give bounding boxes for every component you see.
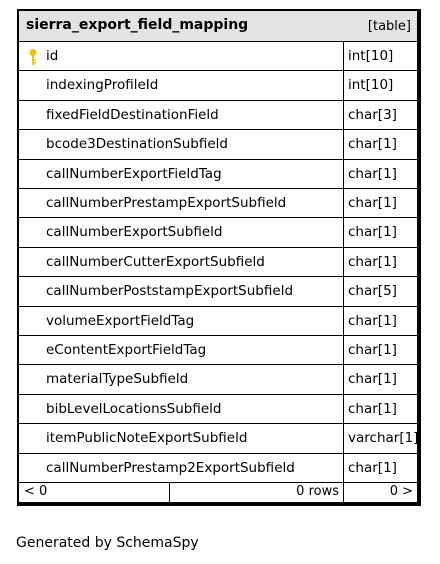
column-type: char[5] bbox=[348, 283, 397, 300]
column-row[interactable]: callNumberPrestampExportSubfield char[1] bbox=[19, 189, 417, 219]
table-name: sierra_export_field_mapping bbox=[26, 17, 249, 33]
column-name: volumeExportFieldTag bbox=[46, 312, 195, 329]
column-type: char[1] bbox=[348, 312, 397, 329]
column-type: char[3] bbox=[348, 106, 397, 123]
column-row[interactable]: callNumberPoststampExportSubfield char[5] bbox=[19, 277, 417, 307]
footer-rows: 0 rows bbox=[170, 483, 344, 502]
column-type-cell: char[1] bbox=[344, 307, 417, 336]
column-name-cell: eContentExportFieldTag bbox=[19, 336, 344, 366]
column-type-cell: char[1] bbox=[344, 130, 417, 160]
column-type: char[1] bbox=[348, 371, 397, 388]
footer-parents: < 0 bbox=[19, 483, 170, 502]
column-type: char[1] bbox=[348, 195, 397, 211]
column-type-cell: char[3] bbox=[344, 101, 417, 131]
column-name: indexingProfileId bbox=[46, 77, 159, 94]
column-name: callNumberPoststampExportSubfield bbox=[46, 283, 294, 300]
column-row[interactable]: volumeExportFieldTag char[1] bbox=[19, 306, 417, 336]
column-row[interactable]: bcode3DestinationSubfield char[1] bbox=[19, 130, 417, 160]
column-name: eContentExportFieldTag bbox=[46, 342, 207, 358]
column-row[interactable]: itemPublicNoteExportSubfield varchar[1] bbox=[19, 424, 419, 454]
column-type: char[1] bbox=[348, 136, 397, 153]
column-type: char[1] bbox=[348, 253, 397, 270]
column-name-cell: callNumberCutterExportSubfield bbox=[19, 247, 344, 278]
column-type-cell: int[10] bbox=[344, 42, 417, 72]
column-type-cell: int[10] bbox=[344, 71, 417, 101]
column-name: id bbox=[46, 48, 59, 64]
column-name-cell: callNumberExportSubfield bbox=[19, 218, 344, 248]
column-name: callNumberCutterExportSubfield bbox=[46, 253, 265, 270]
column-row[interactable]: materialTypeSubfield char[1] bbox=[19, 365, 417, 395]
column-type-cell: char[1] bbox=[344, 395, 417, 425]
key-icon bbox=[29, 48, 37, 65]
table-node[interactable]: sierra_export_field_mapping [table] id in… bbox=[17, 9, 421, 506]
column-name-cell: indexingProfileId bbox=[19, 71, 344, 101]
column-name: callNumberPrestampExportSubfield bbox=[46, 195, 287, 211]
column-name-cell: callNumberPoststampExportSubfield bbox=[19, 277, 344, 307]
table-kind: [table] bbox=[367, 19, 411, 34]
column-row[interactable]: callNumberExportFieldTag char[1] bbox=[19, 159, 417, 189]
column-row[interactable]: fixedFieldDestinationField char[3] bbox=[19, 100, 417, 131]
column-row[interactable]: indexingProfileId int[10] bbox=[19, 71, 417, 101]
column-name: fixedFieldDestinationField bbox=[46, 106, 219, 123]
column-name-cell: bcode3DestinationSubfield bbox=[19, 130, 344, 160]
column-name: callNumberPrestamp2ExportSubfield bbox=[46, 459, 295, 476]
column-name-cell: callNumberPrestamp2ExportSubfield bbox=[19, 453, 344, 483]
column-type-cell: char[1] bbox=[344, 336, 417, 366]
column-type: char[1] bbox=[348, 459, 397, 476]
column-type: char[1] bbox=[348, 165, 397, 182]
column-type: int[10] bbox=[348, 48, 394, 64]
column-name-cell: materialTypeSubfield bbox=[19, 365, 344, 395]
column-name: callNumberExportSubfield bbox=[46, 224, 223, 241]
column-name-cell: id bbox=[19, 42, 344, 72]
column-type: char[1] bbox=[348, 224, 397, 241]
column-type: char[1] bbox=[348, 400, 397, 417]
column-row[interactable]: callNumberPrestamp2ExportSubfield char[1] bbox=[19, 453, 417, 483]
column-type-cell: char[1] bbox=[344, 160, 417, 189]
children-count: 0 > bbox=[389, 484, 413, 499]
footer-children: 0 > bbox=[344, 483, 417, 502]
column-row[interactable]: callNumberCutterExportSubfield char[1] bbox=[19, 247, 417, 278]
column-name-cell: callNumberExportFieldTag bbox=[19, 159, 344, 189]
column-name-cell: fixedFieldDestinationField bbox=[19, 100, 344, 131]
column-name: callNumberExportFieldTag bbox=[46, 165, 222, 182]
column-type: int[10] bbox=[348, 77, 394, 94]
column-row[interactable]: eContentExportFieldTag char[1] bbox=[19, 336, 417, 366]
column-name-cell: callNumberPrestampExportSubfield bbox=[19, 189, 344, 219]
column-type-cell: char[1] bbox=[344, 189, 417, 219]
column-type-cell: char[1] bbox=[344, 248, 417, 278]
column-type: varchar[1] bbox=[348, 430, 419, 447]
column-row[interactable]: bibLevelLocationsSubfield char[1] bbox=[19, 394, 417, 425]
column-name-cell: itemPublicNoteExportSubfield bbox=[19, 424, 344, 454]
column-type-cell: varchar[1] bbox=[344, 424, 419, 454]
column-name: materialTypeSubfield bbox=[46, 371, 189, 388]
column-name: bibLevelLocationsSubfield bbox=[46, 400, 222, 417]
column-row[interactable]: callNumberExportSubfield char[1] bbox=[19, 218, 417, 248]
column-type-cell: char[1] bbox=[344, 454, 417, 483]
column-type-cell: char[1] bbox=[344, 218, 417, 248]
table-footer: < 0 0 rows 0 > bbox=[19, 483, 417, 502]
generated-by-label: Generated by SchemaSpy bbox=[16, 535, 199, 551]
column-name: bcode3DestinationSubfield bbox=[46, 136, 229, 153]
column-type-cell: char[1] bbox=[344, 365, 417, 395]
column-row[interactable]: id int[10] bbox=[19, 42, 417, 72]
row-count: 0 rows bbox=[296, 484, 339, 499]
column-name-cell: bibLevelLocationsSubfield bbox=[19, 394, 344, 425]
parents-count: < 0 bbox=[24, 484, 48, 499]
column-name: itemPublicNoteExportSubfield bbox=[46, 430, 248, 447]
table-header: sierra_export_field_mapping [table] bbox=[19, 11, 417, 42]
column-name-cell: volumeExportFieldTag bbox=[19, 306, 344, 336]
column-type-cell: char[5] bbox=[344, 277, 417, 307]
column-type: char[1] bbox=[348, 342, 397, 358]
